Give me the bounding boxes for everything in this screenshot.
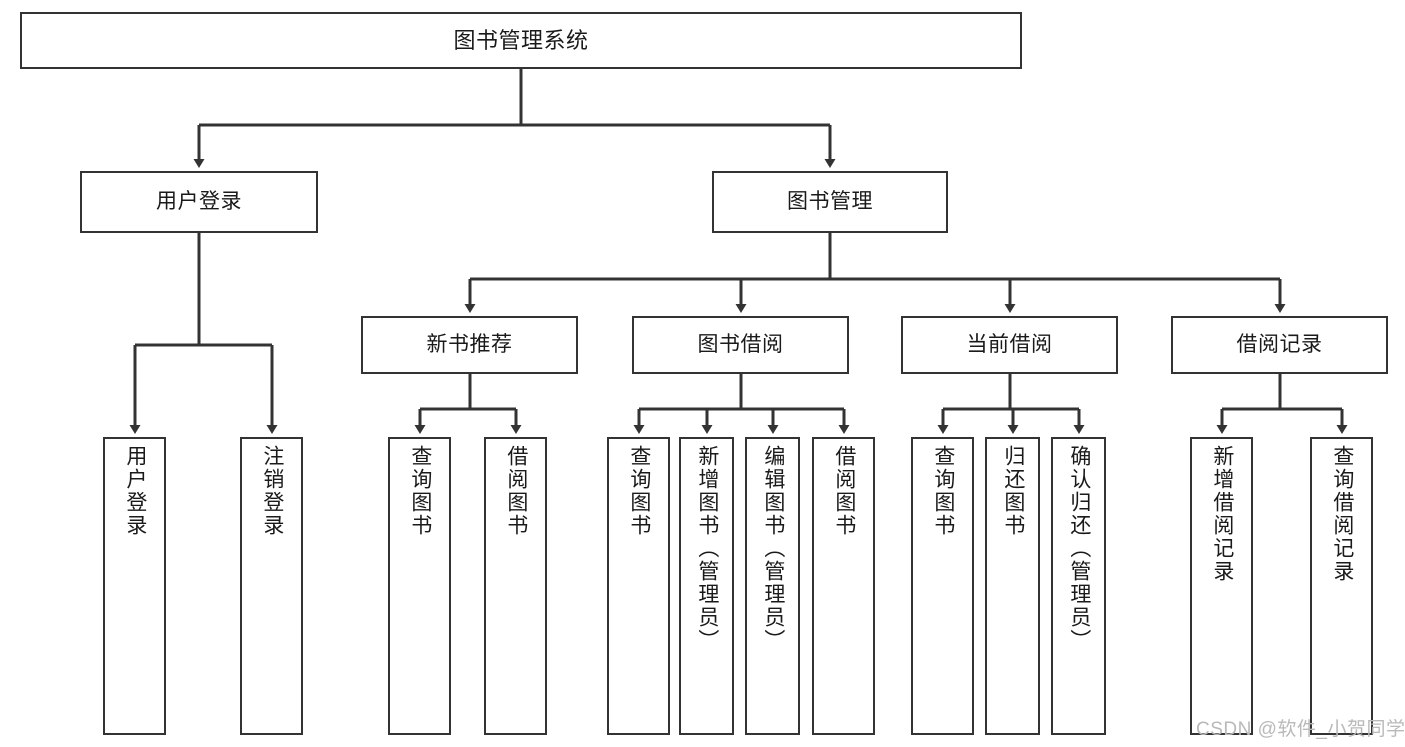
node-leaf-query-book-3[interactable]: 查询图书 (911, 437, 974, 735)
node-user-login[interactable]: 用户登录 (80, 171, 318, 233)
node-label: 注销登录 (260, 445, 284, 537)
node-leaf-borrow-book-1[interactable]: 借阅图书 (484, 437, 547, 735)
node-leaf-user-login[interactable]: 用户登录 (103, 437, 166, 735)
node-leaf-query-record[interactable]: 查询借阅记录 (1310, 437, 1373, 735)
watermark-text: CSDN @软件_小贺同学 (1196, 719, 1405, 740)
node-label: 归还图书 (1001, 445, 1025, 537)
node-label: 当前借阅 (966, 332, 1053, 356)
node-current-borrow[interactable]: 当前借阅 (901, 316, 1118, 374)
node-root[interactable]: 图书管理系统 (20, 12, 1022, 69)
node-leaf-add-record[interactable]: 新增借阅记录 (1190, 437, 1253, 735)
node-leaf-borrow-book-2[interactable]: 借阅图书 (812, 437, 875, 735)
node-label: 编辑图书（管理员） (761, 445, 785, 652)
node-label: 用户登录 (123, 445, 147, 537)
node-label: 图书管理 (787, 189, 873, 213)
node-book-manage[interactable]: 图书管理 (712, 171, 948, 233)
node-label: 图书管理系统 (453, 27, 589, 53)
node-label: 新增图书（管理员） (695, 445, 719, 652)
node-label: 图书借阅 (697, 332, 784, 356)
node-label: 查询借阅记录 (1330, 445, 1354, 583)
node-label: 借阅记录 (1236, 332, 1323, 356)
node-borrow-record[interactable]: 借阅记录 (1171, 316, 1388, 374)
node-label: 新书推荐 (426, 332, 513, 356)
node-book-borrow[interactable]: 图书借阅 (632, 316, 849, 374)
node-new-book-recommend[interactable]: 新书推荐 (361, 316, 578, 374)
node-leaf-query-book-1[interactable]: 查询图书 (388, 437, 451, 735)
node-label: 借阅图书 (832, 445, 856, 537)
node-leaf-edit-book[interactable]: 编辑图书（管理员） (745, 437, 800, 735)
node-leaf-logout-login[interactable]: 注销登录 (240, 437, 303, 735)
node-label: 查询图书 (931, 445, 955, 537)
node-leaf-add-book[interactable]: 新增图书（管理员） (679, 437, 734, 735)
node-label: 确认归还（管理员） (1067, 445, 1091, 652)
node-label: 查询图书 (408, 445, 432, 537)
node-label: 借阅图书 (504, 445, 528, 537)
node-label: 查询图书 (627, 445, 651, 537)
node-leaf-confirm-return[interactable]: 确认归还（管理员） (1051, 437, 1106, 735)
node-label: 用户登录 (156, 189, 242, 213)
node-leaf-return-book[interactable]: 归还图书 (985, 437, 1040, 735)
node-leaf-query-book-2[interactable]: 查询图书 (607, 437, 670, 735)
node-label: 新增借阅记录 (1210, 445, 1234, 583)
